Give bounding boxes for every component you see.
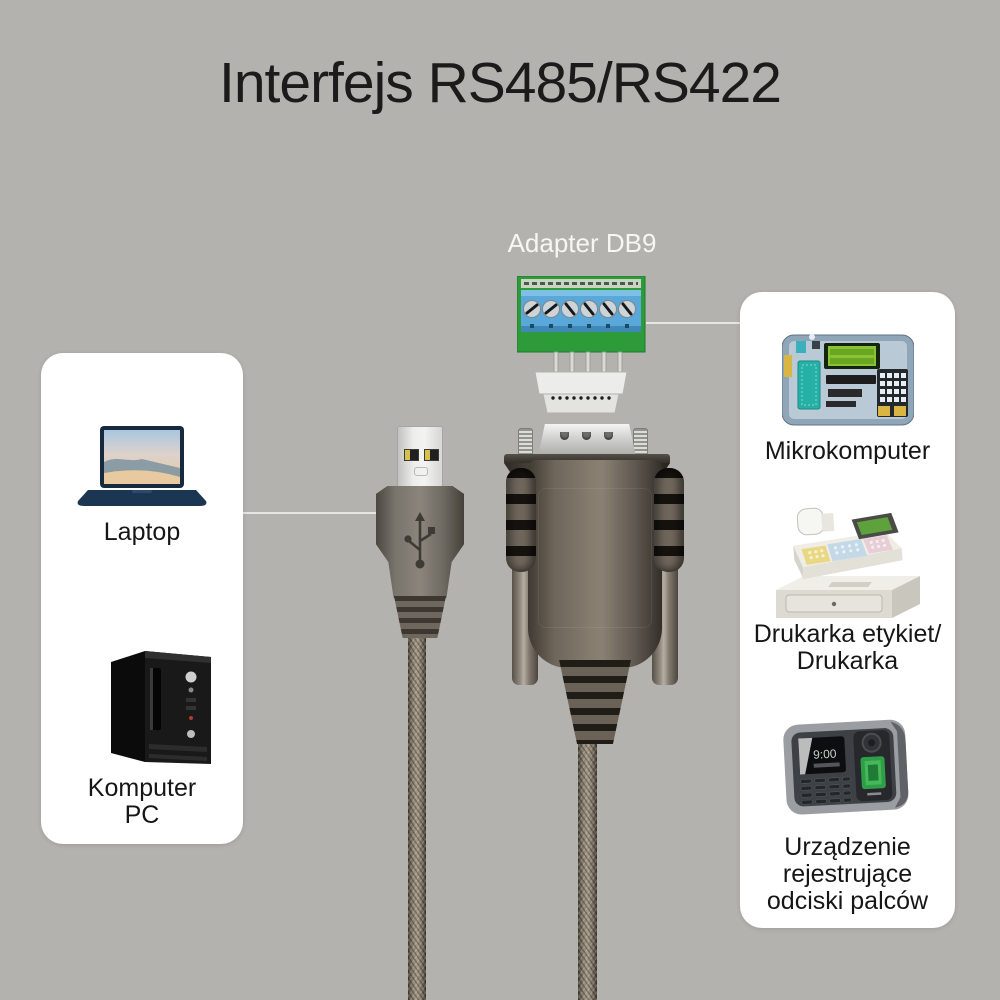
pc-label-line1: Komputer (87, 774, 197, 802)
usb-contact-left (404, 449, 419, 461)
usb-strain-relief (393, 596, 447, 638)
printer-label: Drukarka etykiet/ Drukarka (740, 621, 955, 675)
db9-side-ribs-left (506, 468, 536, 572)
db9-flange (504, 454, 670, 465)
usb-trident-icon (404, 512, 435, 569)
db9-connector-body (528, 460, 662, 668)
usb-cable (408, 636, 426, 1000)
microcomputer-label: Mikrokomputer (764, 437, 931, 465)
db9-pin-mark (560, 432, 569, 440)
usb-contact-right (424, 449, 439, 461)
db9-side-ribs-right (654, 468, 684, 572)
fingerprint-label-line3: odciski palców (766, 887, 929, 915)
fingerprint-label: Urządzenie rejestrujące odciski palców (740, 834, 955, 915)
connector-line-right (646, 322, 740, 324)
db9-metal-shell (538, 424, 636, 457)
pc-label-line2: PC (124, 801, 160, 829)
db9-cable (578, 742, 597, 1000)
connector-line-left (243, 512, 379, 514)
cash-register-icon (776, 507, 920, 618)
laptop-label: Laptop (103, 518, 181, 546)
usb-plug-metal (397, 426, 443, 487)
adapter-db9-label: Adapter DB9 (507, 228, 657, 258)
db9-pin-mark (582, 432, 591, 440)
desktop-pc-icon (111, 651, 211, 764)
laptop-icon (77, 426, 207, 506)
fingerprint-label-line1: Urządzenie (784, 833, 911, 861)
fingerprint-reader-icon: 9:00 (783, 719, 909, 815)
printer-label-line2: Drukarka (796, 647, 899, 675)
fingerprint-label-line2: rejestrujące (782, 860, 913, 888)
fingerprint-display-time: 9:00 (813, 747, 837, 762)
db9-body-panel (538, 488, 652, 628)
printer-label-line1: Drukarka etykiet/ (753, 620, 942, 648)
db9-strain-relief (559, 660, 631, 744)
microcomputer-icon (782, 334, 914, 426)
page-title: Interfejs RS485/RS422 (219, 51, 782, 115)
pc-label: Komputer PC (41, 775, 243, 829)
usb-stamp-icon (414, 467, 428, 476)
terminal-block-adapter-icon (517, 276, 646, 414)
db9-pin-mark (604, 432, 613, 440)
